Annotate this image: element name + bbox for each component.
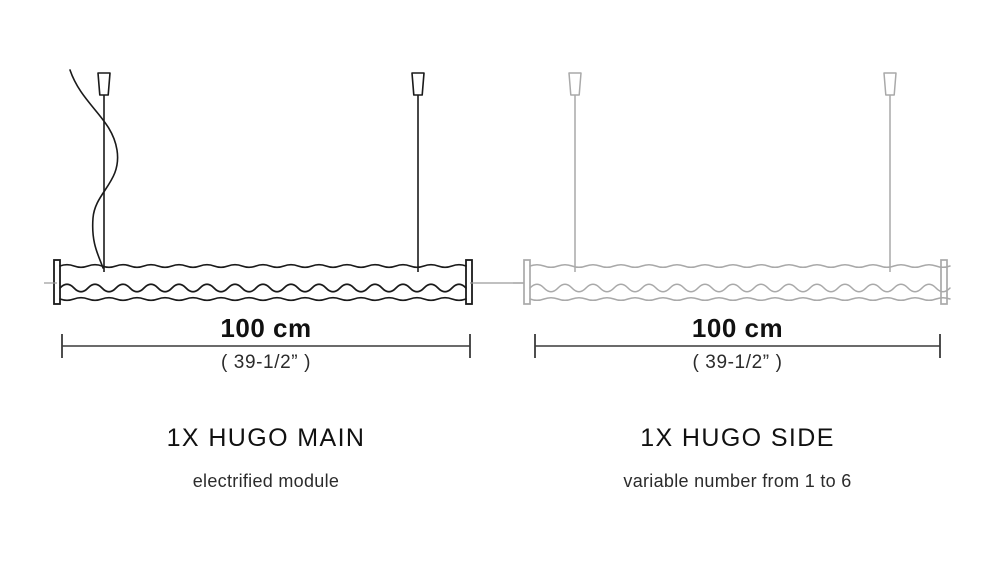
canopy-icon [883,72,897,96]
module-subtitle-hugo-main: electrified module [192,471,340,491]
module-title-hugo-main: 1X HUGO MAIN [166,424,366,452]
body-ripple-middle [529,283,951,293]
module-subtitle-hugo-side: variable number from 1 to 6 [623,471,852,491]
end-cap-right [940,259,948,305]
canopy-icon [568,72,582,96]
end-cap-right [465,259,473,305]
dimension-metric-main: 100 cm [220,313,312,343]
body-edge-top [529,263,951,269]
body-edge-bottom [59,296,467,302]
power-cord [69,69,119,269]
body-edge-top [59,263,467,269]
module-title-hugo-side: 1X HUGO SIDE [640,424,835,452]
fixture-body-side [529,263,951,302]
body-edge-bottom [529,296,951,302]
dimension-imperial-side: ( 39-1/2” ) [692,352,783,373]
end-cap-left [523,259,531,305]
dimension-imperial-main: ( 39-1/2” ) [220,352,311,373]
dimension-line-main [61,334,471,358]
module-hugo-side-drawing [523,72,951,305]
module-hugo-main-drawing [53,69,473,305]
dimension-metric-side: 100 cm [691,313,784,343]
dimension-line-side [534,334,941,358]
end-cap-left [53,259,61,305]
fixture-body-main [59,263,467,302]
canopy-icon [411,72,425,96]
body-ripple-middle [59,283,467,293]
canopy-icon [97,72,111,96]
